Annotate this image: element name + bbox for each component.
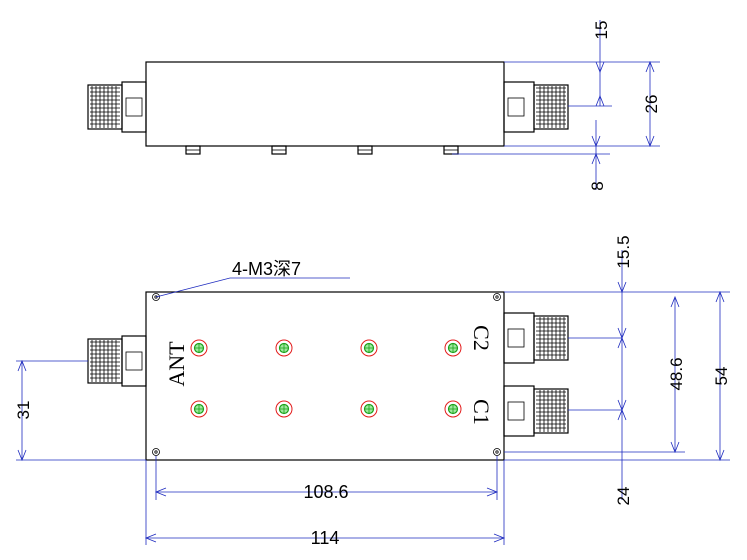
- label-c2: C2: [469, 325, 494, 351]
- side-tuning-screws: [185, 145, 459, 155]
- dim-front-port-gap: 24: [614, 487, 633, 506]
- callout-text: 4-M3深7: [232, 259, 301, 279]
- c2-connector: [503, 312, 569, 364]
- side-view-body: [145, 61, 505, 147]
- side-left-connector: [87, 81, 147, 133]
- front-view: 4-M3深7 ANT C2 C1: [14, 235, 731, 548]
- label-c1: C1: [469, 399, 494, 425]
- mounting-holes: [152, 293, 501, 456]
- ant-connector: [87, 335, 147, 387]
- dim-front-height: 54: [712, 367, 731, 386]
- side-right-connector: [503, 81, 569, 133]
- dim-hole-spacing: 108.6: [303, 482, 348, 502]
- front-view-body: [145, 291, 505, 461]
- tuning-holes: [190, 339, 462, 418]
- front-dimension-lines: [16, 250, 730, 545]
- label-ant: ANT: [164, 341, 189, 387]
- side-dimension-lines: [452, 20, 660, 190]
- c1-connector: [503, 385, 569, 437]
- dim-front-top-port: 15.5: [614, 235, 633, 268]
- callout-leader: [155, 277, 350, 298]
- side-view: 15 26 8: [87, 20, 661, 191]
- dim-side-screw: 8: [588, 181, 607, 190]
- dim-side-top-gap: 15: [592, 21, 611, 40]
- dim-ant-offset: 31: [14, 401, 33, 420]
- dim-front-port-span: 48.6: [667, 357, 686, 390]
- dim-side-height: 26: [642, 95, 661, 114]
- dim-overall-width: 114: [311, 528, 340, 548]
